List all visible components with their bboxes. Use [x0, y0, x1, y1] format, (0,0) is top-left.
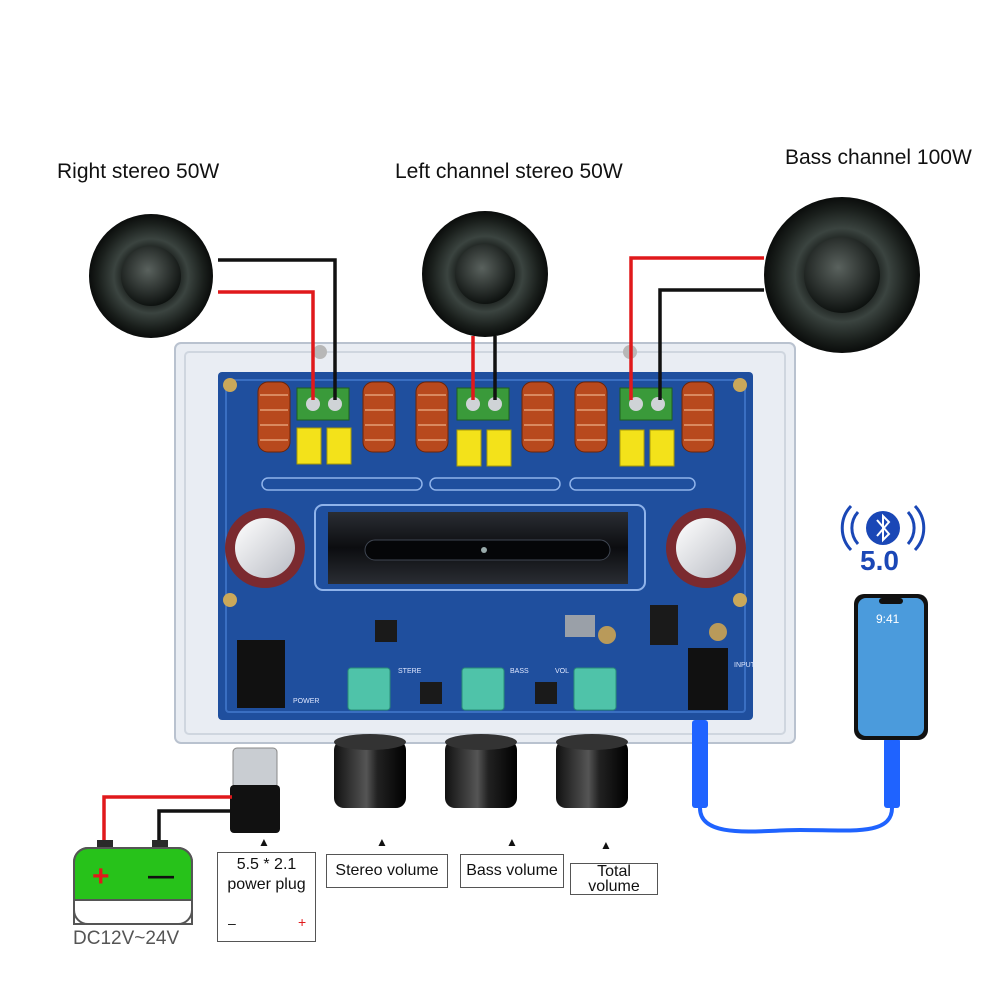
silver-chip	[565, 615, 727, 644]
bass-marker: ▲	[506, 835, 518, 849]
total-volume-line1: Total	[597, 862, 631, 880]
right-channel-heading: Right stereo 50W	[57, 160, 220, 183]
total-volume-label: Total volume	[570, 863, 658, 895]
plug-type: power plug	[227, 876, 306, 893]
stereo-volume-label: Stereo volume	[326, 854, 448, 888]
battery-plus-sign: +	[92, 860, 110, 893]
inductors	[257, 381, 715, 453]
phone-time: 9:41	[876, 612, 900, 626]
right-speaker	[89, 214, 213, 338]
battery-voltage-label: DC12V~24V	[73, 928, 180, 949]
left-speaker	[422, 211, 548, 337]
power-plug-label: 5.5 * 2.1 power plug	[217, 852, 316, 942]
bluetooth-icon	[840, 504, 926, 552]
total-marker: ▲	[600, 838, 612, 852]
bass-speaker	[764, 197, 920, 353]
silk-power: POWER	[293, 698, 320, 705]
left-channel-heading: Left channel stereo 50W	[395, 160, 623, 183]
speaker-terminals	[296, 387, 673, 421]
film-capacitors	[296, 427, 675, 467]
stereo-marker: ▲	[376, 835, 388, 849]
bass-channel-heading: Bass channel 100W	[785, 146, 972, 169]
usb-cable	[692, 720, 900, 834]
potentiometers	[347, 667, 617, 711]
plug-size: 5.5 * 2.1	[236, 856, 297, 873]
power-jack	[237, 640, 285, 708]
bass-volume-label: Bass volume	[460, 854, 564, 888]
plug-plus: +	[298, 914, 307, 930]
power-wires	[102, 795, 232, 850]
silk-bass: BASS	[510, 668, 529, 675]
silk-stereo: STERE	[398, 668, 422, 675]
battery-minus-sign: —	[148, 860, 174, 890]
electrolytic-capacitors	[225, 508, 746, 588]
aux-jack	[688, 648, 728, 710]
battery	[73, 840, 193, 925]
plug-marker: ▲	[258, 835, 270, 849]
total-volume-line2: volume	[588, 878, 640, 895]
speaker-wires	[218, 256, 764, 400]
knobs-illustration	[334, 734, 628, 808]
heatsink	[314, 504, 646, 591]
silk-vol: VOL	[555, 668, 570, 675]
power-plug	[230, 747, 280, 833]
bluetooth-version: 5.0	[860, 545, 899, 576]
phone	[854, 594, 928, 740]
silk-input: INPUT	[734, 662, 755, 669]
plug-minus: –	[228, 915, 236, 931]
